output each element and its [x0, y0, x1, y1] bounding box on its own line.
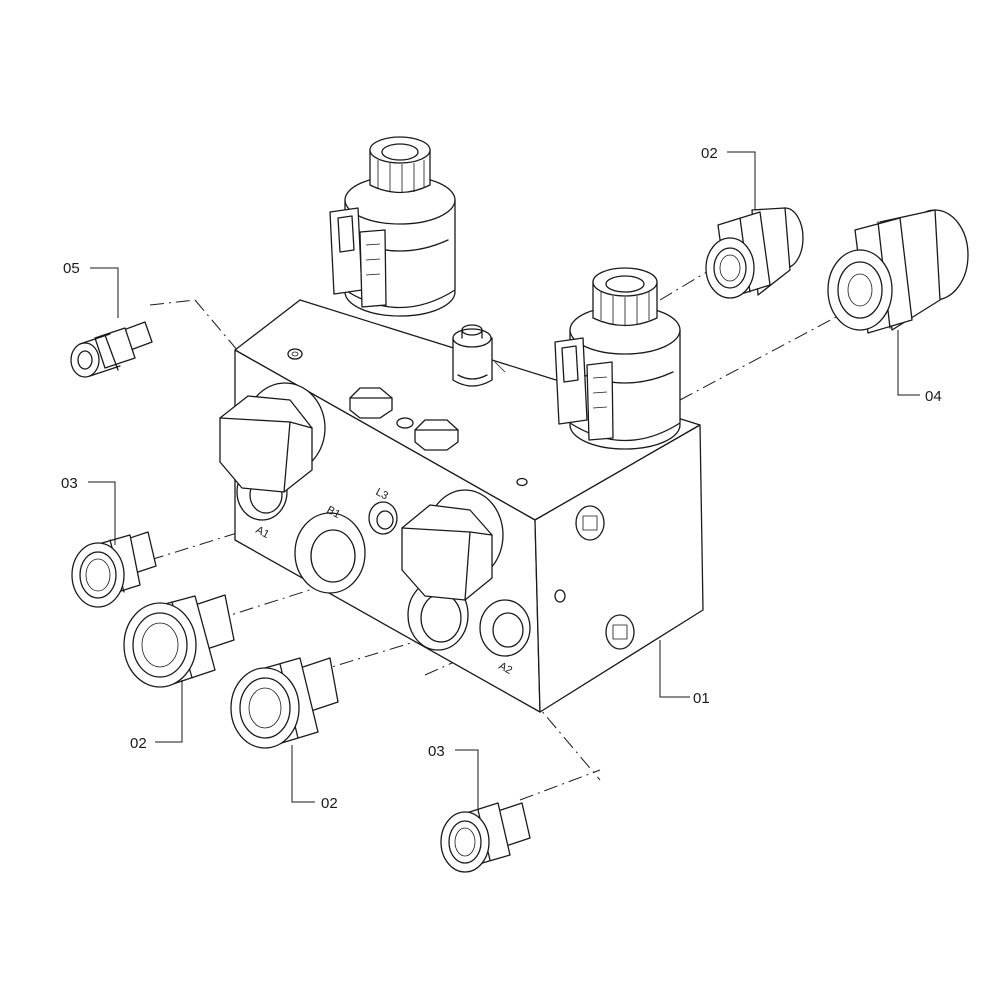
- callout-03-left: 03: [61, 475, 78, 492]
- port-a2: [479, 599, 531, 657]
- pressure-sensor: [452, 324, 506, 387]
- callout-03-bottom: 03: [428, 743, 445, 760]
- solenoid-valve-left: [329, 136, 456, 317]
- callout-labels: 05 03 02 02 03 02 04 01: [61, 145, 942, 812]
- top-plug-1: [349, 387, 393, 419]
- hex-plug-right: [401, 489, 504, 601]
- fitting-03-left: [71, 531, 157, 608]
- solenoid-valve-right: [554, 267, 681, 450]
- front-ports: [219, 382, 531, 657]
- port-label-a1: A1: [254, 524, 272, 541]
- fitting-05: [70, 321, 153, 378]
- callout-05: 05: [63, 260, 80, 277]
- port-label-l3: L3: [374, 486, 390, 502]
- leader-lines: [88, 151, 920, 810]
- fitting-03-bottom: [440, 802, 531, 873]
- fitting-02-bottom: [230, 657, 339, 749]
- port-label-b1: B1: [325, 504, 343, 521]
- callout-04: 04: [925, 388, 942, 405]
- port-b1: [294, 512, 366, 594]
- callout-01: 01: [693, 690, 710, 707]
- callout-02-bottom: 02: [321, 795, 338, 812]
- hex-plug-left: [219, 382, 326, 493]
- callout-02-left: 02: [130, 735, 147, 752]
- port-label-group: A1 B1 L3 A2: [254, 486, 515, 677]
- fitting-02-top-right: [705, 207, 804, 299]
- callout-02-top-right: 02: [701, 145, 718, 162]
- fitting-04: [827, 209, 969, 334]
- fitting-02-left: [123, 594, 235, 688]
- top-plug-2: [414, 419, 459, 451]
- port-l3: [368, 501, 398, 535]
- port-label-a2: A2: [497, 660, 515, 677]
